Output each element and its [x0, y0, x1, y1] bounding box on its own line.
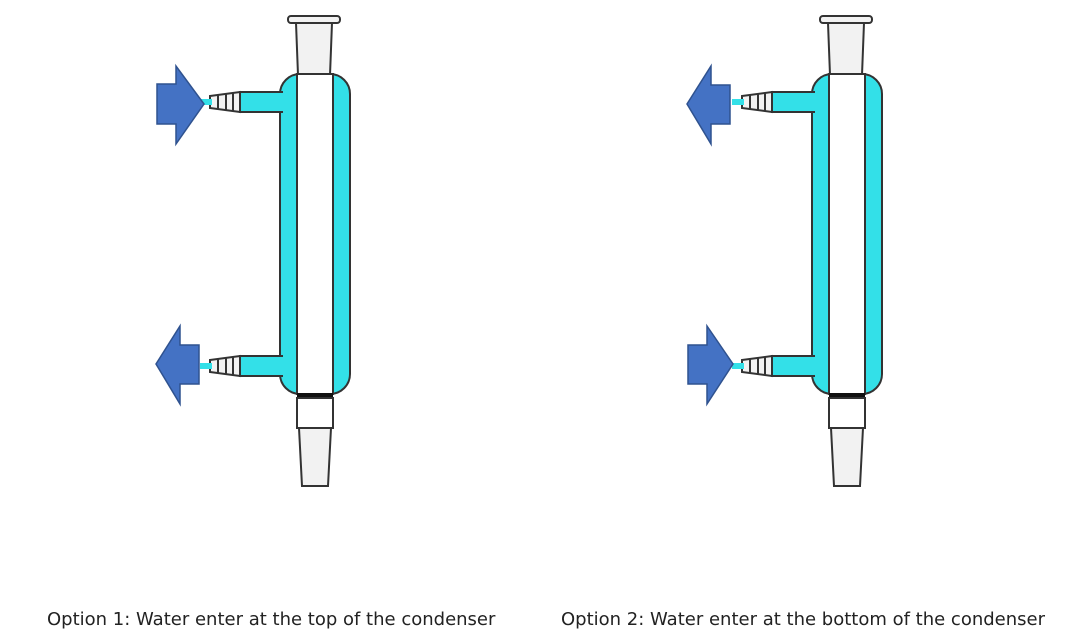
option-2-panel: Option 2: Water enter at the bottom of t… — [540, 0, 1081, 643]
top-side-arm — [200, 90, 284, 114]
caption-option-1: Option 1: Water enter at the top of the … — [47, 609, 496, 630]
arrow-left-icon — [686, 63, 731, 147]
option-1-panel: Option 1: Water enter at the top of the … — [0, 0, 540, 643]
top-glass-joint — [819, 15, 873, 76]
bottom-glass-joint — [296, 397, 334, 487]
bottom-seal — [297, 393, 333, 398]
top-side-arm — [732, 90, 816, 114]
condenser — [200, 15, 351, 487]
caption-option-2: Option 2: Water enter at the bottom of t… — [561, 609, 1046, 630]
condenser-diagram-option-1 — [155, 15, 351, 487]
arrow-right-icon — [156, 63, 205, 147]
condenser — [732, 15, 883, 487]
top-glass-joint — [287, 15, 341, 76]
inner-tube — [828, 73, 866, 395]
arrow-left-icon — [155, 323, 200, 407]
bottom-side-arm — [200, 354, 284, 378]
bottom-glass-joint — [828, 397, 866, 487]
condenser-diagram-option-2 — [686, 15, 883, 487]
arrow-right-icon — [687, 323, 734, 407]
inner-tube — [296, 73, 334, 395]
bottom-seal — [829, 393, 865, 398]
bottom-side-arm — [732, 354, 816, 378]
